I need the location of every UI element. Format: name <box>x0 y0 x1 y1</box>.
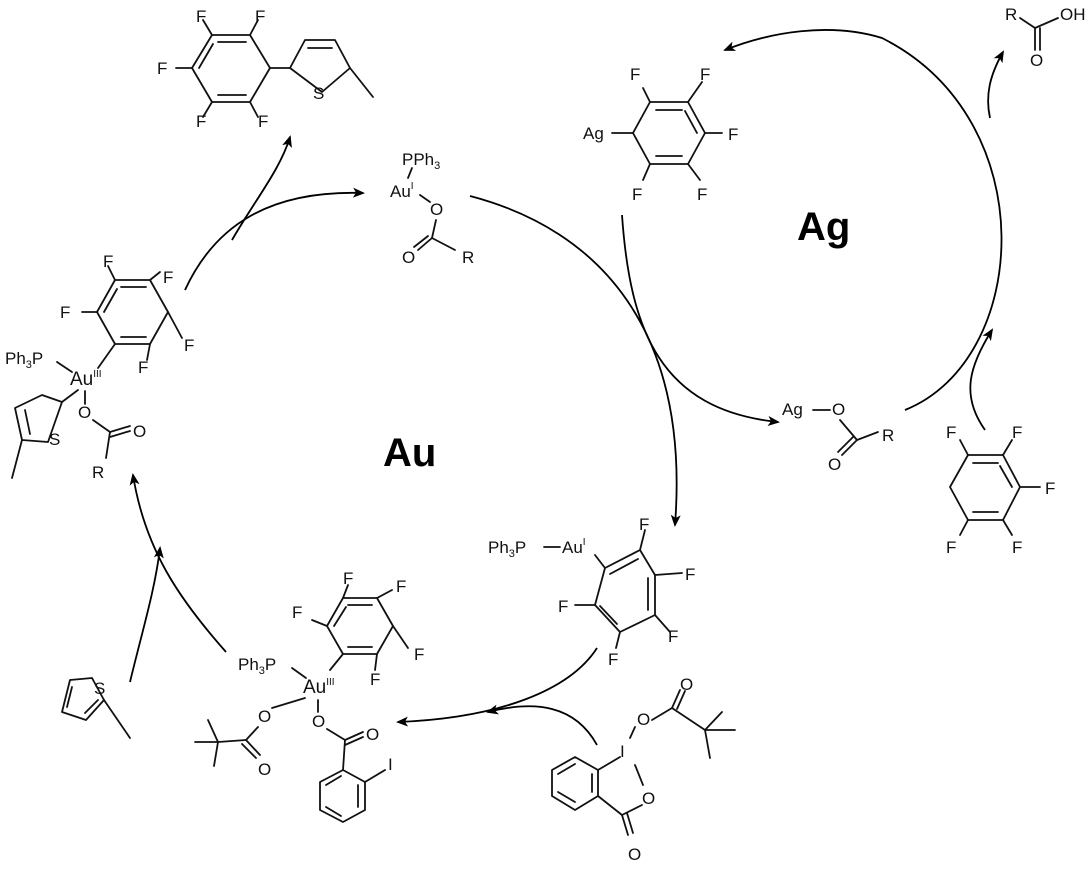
svg-text:O: O <box>133 422 146 441</box>
arrow-to-au-iii-thienyl <box>129 473 227 653</box>
svg-text:O: O <box>430 200 443 219</box>
svg-text:O: O <box>832 400 845 419</box>
svg-text:S: S <box>94 679 105 698</box>
svg-text:Ph3P: Ph3P <box>488 538 526 560</box>
svg-text:F: F <box>946 538 956 557</box>
svg-text:F: F <box>196 7 206 26</box>
svg-text:O: O <box>1030 51 1043 70</box>
svg-text:F: F <box>184 336 194 355</box>
svg-text:OH: OH <box>1060 5 1086 24</box>
svg-text:O: O <box>642 789 655 808</box>
svg-text:F: F <box>1045 479 1055 498</box>
arrow-to-biaryl-product <box>231 135 292 241</box>
au-iii-thienyl-carboxylate-complex: F F F F F Ph3P AuIII S O O R <box>5 252 194 482</box>
svg-text:O: O <box>680 675 693 694</box>
arrow-thiophene-entry <box>129 546 164 683</box>
svg-text:O: O <box>402 248 415 267</box>
svg-text:F: F <box>163 268 173 287</box>
svg-text:F: F <box>946 423 956 442</box>
svg-text:AuIII: AuIII <box>70 369 102 390</box>
arrow-oxidant-entry <box>486 704 598 746</box>
svg-text:F: F <box>639 515 649 534</box>
svg-text:Ph3P: Ph3P <box>5 349 43 371</box>
svg-text:F: F <box>1012 423 1022 442</box>
svg-text:F: F <box>255 7 265 26</box>
svg-text:I: I <box>388 755 393 774</box>
arrow-to-au-carboxylate <box>184 187 365 291</box>
arrow-to-ag-pentafluorophenyl <box>723 29 1003 411</box>
au-iii-bis-carboxylate-complex: F F F F F Ph3P AuIII O O O O I <box>194 569 424 823</box>
svg-text:F: F <box>370 670 380 689</box>
svg-text:I: I <box>620 742 625 761</box>
svg-text:F: F <box>558 597 568 616</box>
svg-text:Ag: Ag <box>782 400 803 419</box>
svg-text:F: F <box>632 185 642 204</box>
product-carboxylic-acid: R OH O <box>1005 5 1086 70</box>
ag-cycle-arrows <box>621 29 1004 431</box>
svg-text:F: F <box>258 112 268 131</box>
svg-text:R: R <box>92 463 104 482</box>
svg-text:PPh3: PPh3 <box>402 150 440 172</box>
product-pentafluorophenyl-methylthiophene: F F F F F S <box>157 7 374 131</box>
svg-text:F: F <box>157 59 167 78</box>
au-i-pentafluorophenyl-complex: Ph3P AuI F F F F F <box>488 515 695 669</box>
svg-text:Ph3P: Ph3P <box>238 655 276 677</box>
reagent-2-methylthiophene: S <box>61 677 131 739</box>
svg-text:Ag: Ag <box>583 124 604 143</box>
svg-text:F: F <box>60 303 70 322</box>
svg-text:F: F <box>196 112 206 131</box>
svg-text:F: F <box>396 577 406 596</box>
reagent-benziodoxolone-pivalate: I O O O O <box>551 675 736 864</box>
svg-text:F: F <box>414 645 424 664</box>
svg-text:R: R <box>882 426 894 445</box>
svg-text:F: F <box>608 650 618 669</box>
svg-text:O: O <box>637 710 650 729</box>
svg-text:F: F <box>292 603 302 622</box>
ag-carboxylate: Ag O O R <box>782 400 894 474</box>
svg-text:F: F <box>630 65 640 84</box>
arrow-pentafluorobenzene-entry <box>969 328 994 431</box>
svg-text:F: F <box>668 627 678 646</box>
svg-text:F: F <box>728 125 738 144</box>
ag-pentafluorophenyl: Ag F F F F F <box>583 65 738 204</box>
arrow-to-ag-carboxylate <box>621 214 780 426</box>
svg-text:F: F <box>685 565 695 584</box>
reagent-pentafluorobenzene: F F F F F <box>946 423 1055 557</box>
svg-text:F: F <box>343 569 353 588</box>
ag-cycle-label: Ag <box>797 205 850 249</box>
svg-text:O: O <box>366 725 379 744</box>
svg-text:AuIII: AuIII <box>303 677 335 698</box>
svg-text:AuI: AuI <box>562 537 586 557</box>
svg-text:F: F <box>697 185 707 204</box>
svg-text:O: O <box>312 712 325 731</box>
au-i-carboxylate-complex: PPh3 AuI O O R <box>390 150 474 267</box>
svg-text:O: O <box>828 455 841 474</box>
svg-text:O: O <box>628 845 641 864</box>
svg-text:F: F <box>138 358 148 377</box>
arrow-to-au-iii-bis-carboxylate <box>396 647 598 727</box>
arrow-to-au-pentafluorophenyl <box>469 195 681 527</box>
svg-text:R: R <box>1005 5 1017 24</box>
svg-text:R: R <box>462 248 474 267</box>
svg-text:F: F <box>1012 538 1022 557</box>
au-cycle-label: Au <box>383 431 436 475</box>
svg-text:O: O <box>258 760 271 779</box>
svg-text:S: S <box>313 84 324 103</box>
svg-text:O: O <box>78 403 91 422</box>
svg-text:AuI: AuI <box>390 181 414 201</box>
arrow-carboxylic-acid-release <box>987 50 1004 119</box>
svg-text:O: O <box>258 707 271 726</box>
svg-text:S: S <box>49 430 60 449</box>
svg-text:F: F <box>103 252 113 271</box>
au-cycle-arrows <box>129 135 681 746</box>
svg-text:F: F <box>700 65 710 84</box>
